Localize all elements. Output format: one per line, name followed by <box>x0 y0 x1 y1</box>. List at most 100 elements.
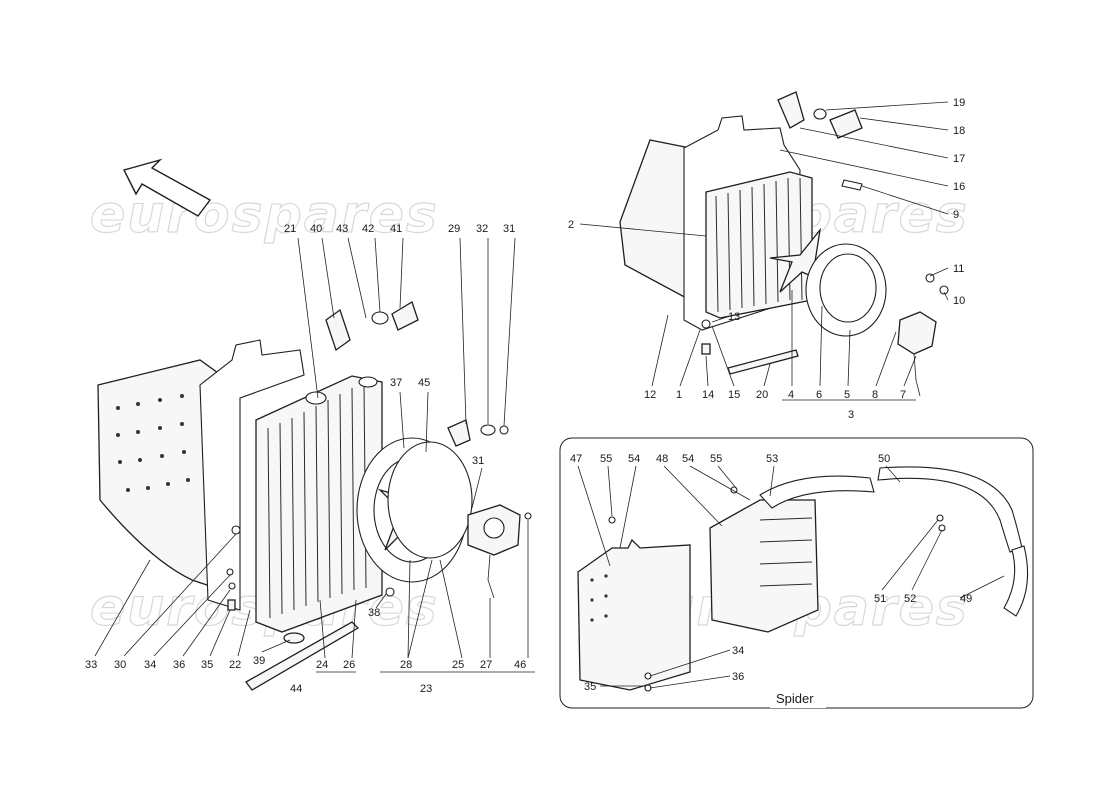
callout-54: 54 <box>628 453 640 465</box>
spider-duct-right-slats <box>759 517 813 587</box>
spider-screw <box>938 524 946 532</box>
callout-45: 45 <box>418 377 430 389</box>
callout-35: 35 <box>201 659 213 671</box>
callout-38: 38 <box>368 607 380 619</box>
washer <box>228 582 236 590</box>
spider-duct-left-holes <box>590 574 608 622</box>
radiator-core <box>255 375 383 633</box>
radiator-fins <box>715 177 803 313</box>
callout-labels: 21 40 43 42 41 29 32 31 37 45 31 38 33 3… <box>85 97 972 695</box>
clip <box>701 343 711 355</box>
callout-3: 3 <box>848 409 854 421</box>
spider-hose-upper <box>759 475 875 509</box>
callout-36: 36 <box>732 671 744 683</box>
callout-31: 31 <box>472 455 484 467</box>
callout-20: 20 <box>756 389 768 401</box>
callout-51: 51 <box>874 593 886 605</box>
callout-42: 42 <box>362 223 374 235</box>
grommet <box>480 424 496 436</box>
callout-37: 37 <box>390 377 402 389</box>
section-label-spider: Spider <box>776 691 814 706</box>
callout-15: 15 <box>728 389 740 401</box>
callout-8: 8 <box>872 389 878 401</box>
callout-12: 12 <box>644 389 656 401</box>
callout-22: 22 <box>229 659 241 671</box>
callout-11: 11 <box>953 263 964 275</box>
screw <box>841 179 863 191</box>
callout-9: 9 <box>953 209 959 221</box>
callout-33: 33 <box>85 659 97 671</box>
spider-duct-left <box>577 538 691 691</box>
fan-shroud-inner <box>819 253 877 323</box>
callout-7: 7 <box>900 389 906 401</box>
callout-24: 24 <box>316 659 328 671</box>
callout-40: 40 <box>310 223 322 235</box>
right-upper-assembly <box>619 91 949 397</box>
watermark-text: eurospares <box>90 185 439 245</box>
nut <box>385 587 395 597</box>
callout-23: 23 <box>420 683 432 695</box>
callout-19: 19 <box>953 97 965 109</box>
callout-30: 30 <box>114 659 126 671</box>
callout-54: 54 <box>682 453 694 465</box>
side-bracket <box>447 419 471 447</box>
callout-26: 26 <box>343 659 355 671</box>
callout-35: 35 <box>584 681 596 693</box>
callout-53: 53 <box>766 453 778 465</box>
callout-39: 39 <box>253 655 265 667</box>
fan-ring <box>387 441 473 559</box>
spider-duct-right <box>709 499 819 633</box>
spider-inset <box>559 437 1034 709</box>
radiator-outlet <box>358 376 378 388</box>
callout-16: 16 <box>953 181 965 193</box>
spider-clamp <box>936 514 944 522</box>
callout-47: 47 <box>570 453 582 465</box>
callout-50: 50 <box>878 453 890 465</box>
callout-36: 36 <box>173 659 185 671</box>
rubber-pad <box>391 301 419 331</box>
callout-44: 44 <box>290 683 302 695</box>
callout-48: 48 <box>656 453 668 465</box>
callout-5: 5 <box>844 389 850 401</box>
callout-52: 52 <box>904 593 916 605</box>
spider-hose-main <box>877 466 1023 553</box>
callout-49: 49 <box>960 593 972 605</box>
pad <box>829 109 863 139</box>
nut <box>813 108 827 120</box>
callout-1: 1 <box>676 389 682 401</box>
nut <box>939 285 949 295</box>
leader-lines <box>94 101 1005 689</box>
top-bracket <box>777 91 805 129</box>
spider-hose-lower <box>1003 545 1029 617</box>
callout-31: 31 <box>503 223 515 235</box>
callout-2: 2 <box>568 219 574 231</box>
bottom-seal <box>727 349 799 375</box>
callout-13: 13 <box>728 311 740 323</box>
bottom-seal <box>245 621 360 691</box>
clip <box>227 599 236 611</box>
callout-17: 17 <box>953 153 965 165</box>
callout-14: 14 <box>702 389 714 401</box>
callout-21: 21 <box>284 223 296 235</box>
callout-28: 28 <box>400 659 412 671</box>
fastener <box>231 525 241 535</box>
spider-screw <box>608 516 616 524</box>
callout-32: 32 <box>476 223 488 235</box>
washer <box>925 273 935 283</box>
radiator-inlet <box>305 391 327 405</box>
radiator-core <box>705 171 813 319</box>
callout-41: 41 <box>390 223 402 235</box>
callout-27: 27 <box>480 659 492 671</box>
callout-29: 29 <box>448 223 460 235</box>
callout-43: 43 <box>336 223 348 235</box>
nut <box>499 425 509 435</box>
callout-25: 25 <box>452 659 464 671</box>
callout-6: 6 <box>816 389 822 401</box>
left-assembly <box>97 301 532 691</box>
callout-4: 4 <box>788 389 794 401</box>
callout-34: 34 <box>732 645 744 657</box>
callout-55: 55 <box>600 453 612 465</box>
callout-55: 55 <box>710 453 722 465</box>
